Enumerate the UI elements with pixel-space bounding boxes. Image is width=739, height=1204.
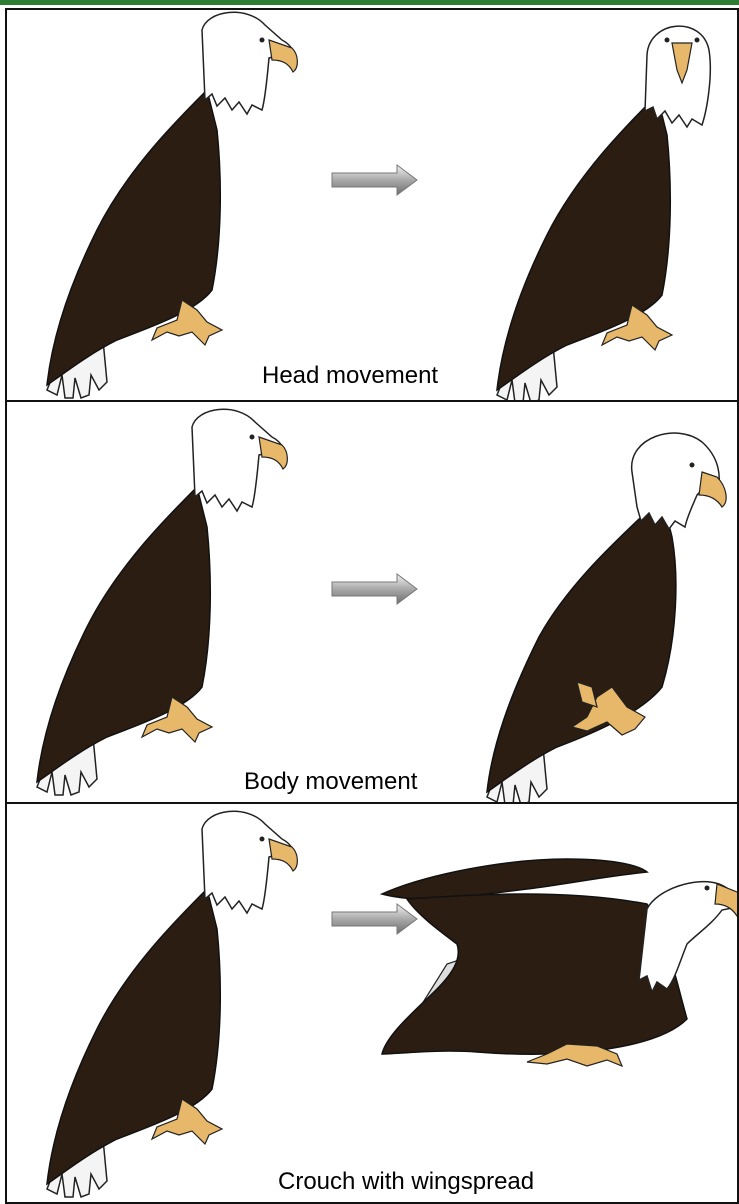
arrow-icon [332,574,417,604]
caption-crouch-wingspread: Crouch with wingspread [278,1168,534,1196]
eagle-crouch [382,859,739,1066]
arrow-icon [332,165,417,195]
caption-head-movement: Head movement [262,362,438,390]
top-bar [0,0,739,5]
eagle-after [497,26,710,402]
eagle-before [47,12,297,398]
panel-body-movement: Body movement [5,400,739,804]
eagle-before [47,811,297,1197]
caption-body-movement: Body movement [244,768,417,796]
arrow-icon [332,904,417,934]
panel-crouch-wingspread: Crouch with wingspread [5,802,739,1204]
eagle-before [37,409,287,795]
eagle-after [487,433,726,804]
panel-head-movement: Head movement [5,8,739,402]
head-movement-illustration [7,10,739,402]
crouch-wingspread-illustration [7,804,739,1204]
body-movement-illustration [7,402,739,804]
